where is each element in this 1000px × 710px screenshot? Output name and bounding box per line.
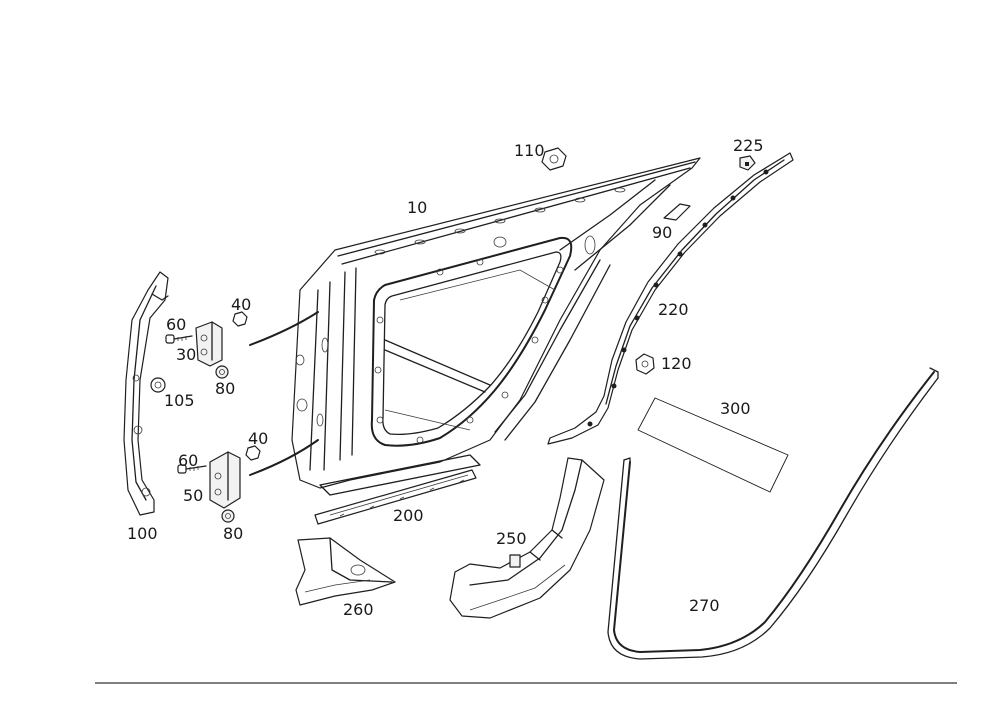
insulation-part-250: [449, 457, 605, 619]
label-part-80-upper: 80: [215, 379, 235, 398]
door-seal-part-270: [607, 367, 939, 660]
label-part-200: 200: [393, 506, 424, 525]
label-part-300: 300: [720, 399, 751, 418]
part-labels: 10 110 225 90 220 120 300 40 60 30 80 10…: [127, 136, 764, 619]
label-part-30: 30: [176, 345, 196, 364]
door-shell-part: [291, 157, 701, 496]
label-part-90: 90: [652, 223, 672, 242]
label-part-250: 250: [496, 529, 527, 548]
clip-part-225: [739, 155, 756, 171]
label-part-220: 220: [658, 300, 689, 319]
bracket-part-260: [295, 537, 396, 606]
plug-part-110: [541, 147, 567, 171]
frame-trim-part-220: [547, 152, 794, 445]
label-part-225: 225: [733, 136, 764, 155]
label-part-260: 260: [343, 600, 374, 619]
hinge-leader-lines: [249, 311, 319, 476]
label-part-270: 270: [689, 596, 720, 615]
label-part-10: 10: [407, 198, 427, 217]
nut-part-120: [635, 353, 655, 375]
upper-hinge-group: [150, 311, 248, 393]
clip-part-90: [663, 203, 691, 221]
label-part-100: 100: [127, 524, 158, 543]
label-part-110: 110: [514, 141, 545, 160]
foil-sheet-part-300: [637, 397, 789, 493]
pillar-trim-part: [123, 271, 169, 516]
label-part-40-lower: 40: [248, 429, 268, 448]
label-part-60-lower: 60: [178, 451, 198, 470]
label-part-60-upper: 60: [166, 315, 186, 334]
label-part-80-lower: 80: [223, 524, 243, 543]
label-part-40-upper: 40: [231, 295, 251, 314]
label-part-120: 120: [661, 354, 692, 373]
label-part-50: 50: [183, 486, 203, 505]
sill-strip-part: [314, 469, 477, 525]
label-part-105: 105: [164, 391, 195, 410]
lower-hinge-group: [177, 445, 261, 523]
